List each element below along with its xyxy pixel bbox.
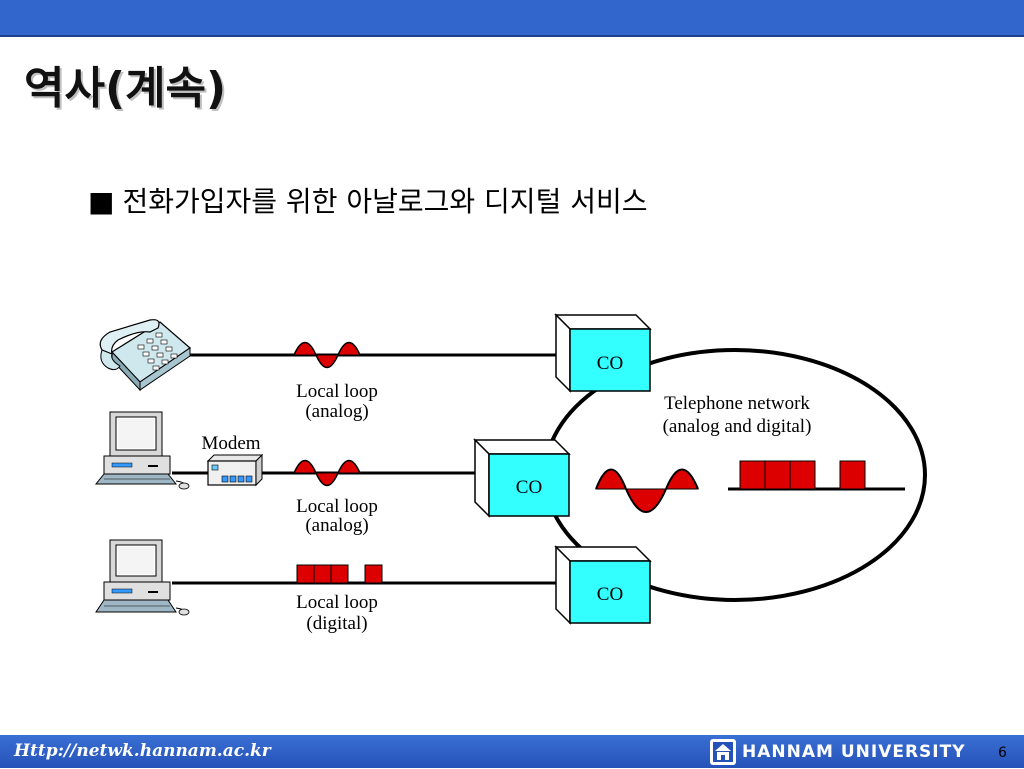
co-box-1: CO	[554, 313, 652, 393]
loop3-label-line2: (digital)	[306, 613, 367, 634]
loop2-label-line2: (analog)	[305, 515, 368, 536]
page-number: 6	[998, 745, 1007, 761]
loop2-label-line1: Local loop	[296, 496, 378, 517]
co-label-1: CO	[597, 353, 623, 374]
footer-bar	[0, 735, 1024, 768]
bullet-item: ■전화가입자를 위한 아날로그와 디지털 서비스	[88, 180, 648, 220]
computer-icon-1	[94, 411, 190, 490]
header-divider	[0, 35, 1024, 37]
slide-title: 역사(계속)	[24, 63, 227, 114]
analog-signal-loop-2	[293, 459, 361, 487]
co-box-2: CO	[473, 438, 571, 518]
analog-signal-loop-1	[293, 341, 361, 369]
telephone-icon	[99, 319, 191, 392]
loop1-label-line1: Local loop	[296, 381, 378, 402]
co-label-3: CO	[597, 584, 623, 605]
footer-university-name: HANNAM UNIVERSITY	[742, 742, 966, 762]
network-label-line2: (analog and digital)	[663, 416, 812, 437]
footer-url: Http://netwk.hannam.ac.kr	[14, 741, 271, 761]
loop1-label-line2: (analog)	[305, 401, 368, 422]
loop3-label-line1: Local loop	[296, 592, 378, 613]
modem-icon	[206, 453, 264, 487]
university-logo-icon	[710, 739, 736, 765]
digital-pulses-network	[739, 460, 866, 490]
co-box-3: CO	[554, 545, 652, 625]
computer-icon-2	[95, 539, 190, 616]
network-label-line1: Telephone network	[664, 393, 810, 414]
header-bar	[0, 0, 1024, 35]
bullet-text: 전화가입자를 위한 아날로그와 디지털 서비스	[122, 185, 648, 218]
co-label-2: CO	[516, 477, 542, 498]
analog-signal-network	[595, 468, 699, 513]
modem-label: Modem	[201, 433, 260, 454]
bullet-mark: ■	[88, 185, 115, 218]
digital-pulses-loop-3	[296, 564, 383, 584]
